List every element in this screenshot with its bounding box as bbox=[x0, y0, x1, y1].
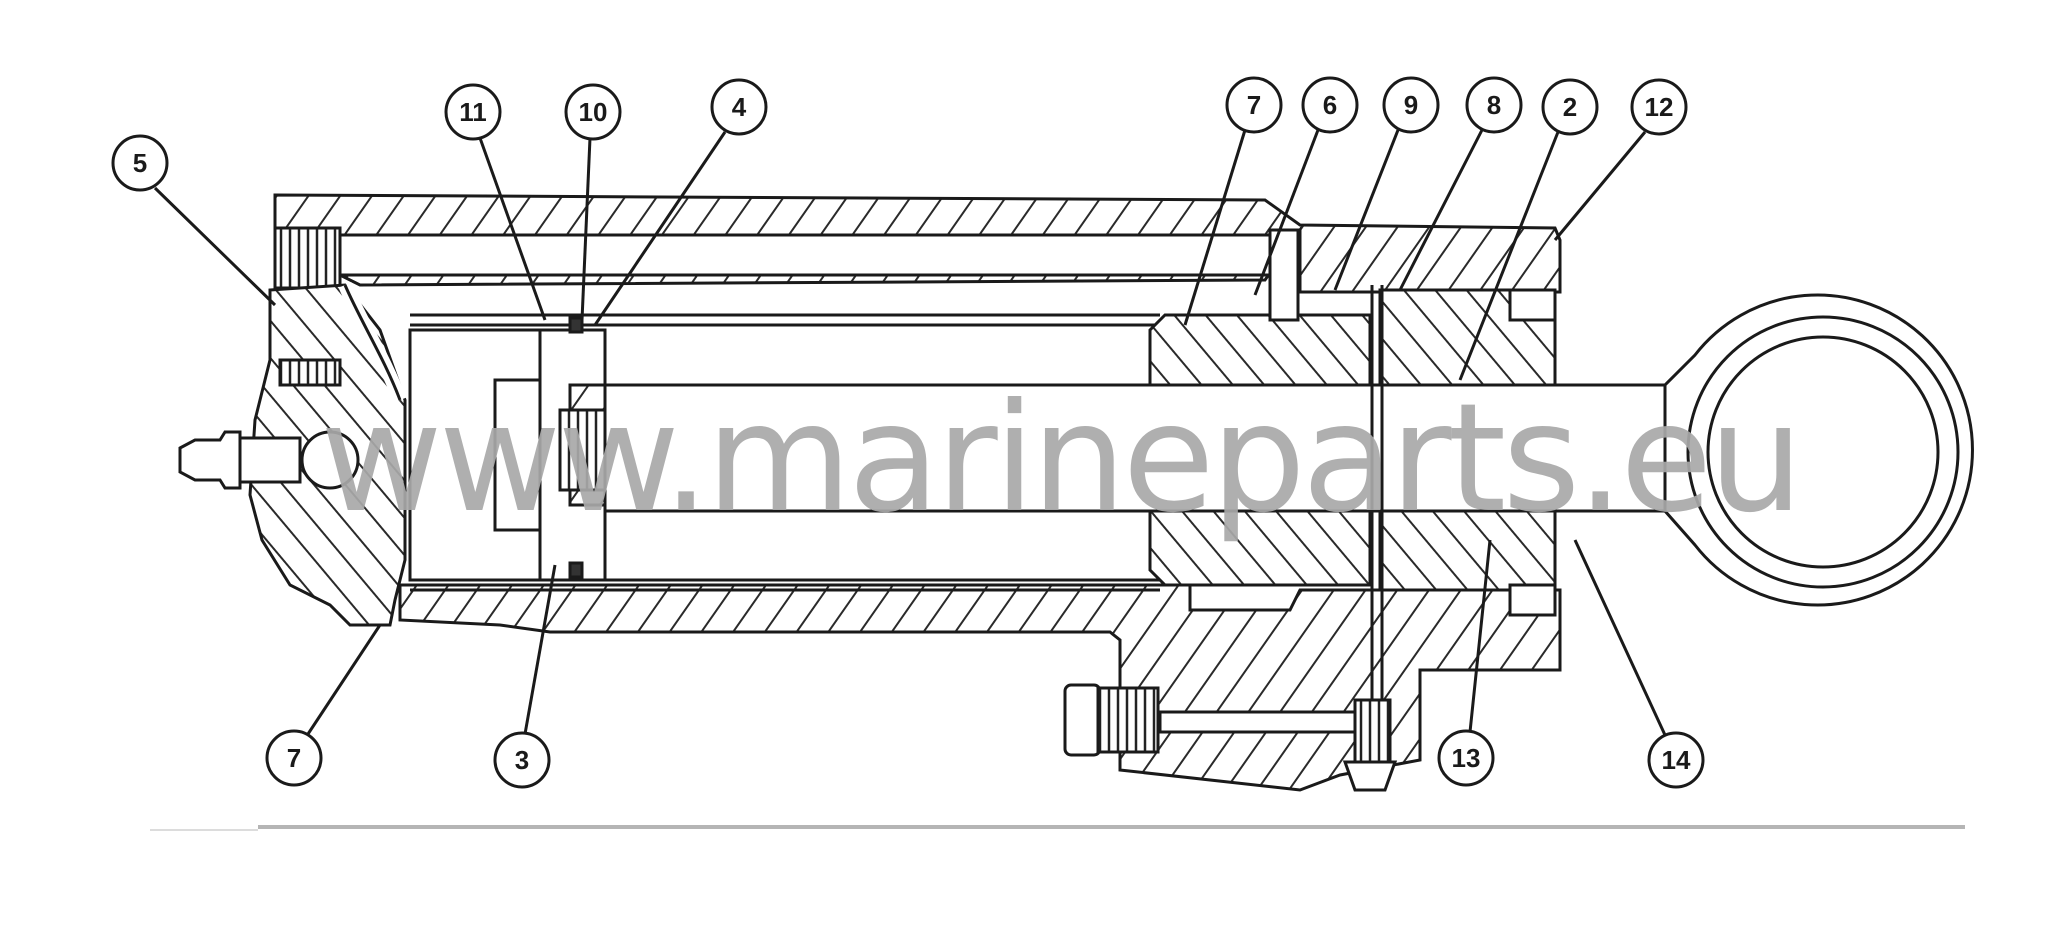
rod-eye bbox=[1663, 293, 1974, 607]
left-end-cap bbox=[178, 282, 407, 627]
piston-rod bbox=[603, 383, 1667, 513]
svg-text:10: 10 bbox=[579, 97, 608, 127]
svg-text:7: 7 bbox=[287, 743, 301, 773]
callout-13: 13 bbox=[1437, 729, 1495, 787]
svg-text:7: 7 bbox=[1247, 90, 1261, 120]
callout-10: 10 bbox=[564, 83, 622, 141]
svg-text:9: 9 bbox=[1404, 90, 1418, 120]
rod-gland bbox=[1148, 228, 1557, 760]
callout-3: 3 bbox=[493, 731, 551, 789]
callout-12: 12 bbox=[1630, 78, 1688, 136]
leader-lines bbox=[153, 129, 1667, 736]
callout-7-top: 7 bbox=[1225, 76, 1283, 134]
svg-text:13: 13 bbox=[1452, 743, 1481, 773]
callout-2: 2 bbox=[1541, 78, 1599, 136]
svg-text:2: 2 bbox=[1563, 92, 1577, 122]
callout-4: 4 bbox=[710, 78, 768, 136]
svg-text:5: 5 bbox=[133, 148, 147, 178]
callout-6: 6 bbox=[1301, 76, 1359, 134]
callout-11: 11 bbox=[444, 83, 502, 141]
svg-text:4: 4 bbox=[732, 92, 747, 122]
svg-text:12: 12 bbox=[1645, 92, 1674, 122]
svg-text:14: 14 bbox=[1662, 745, 1691, 775]
bottom-rule bbox=[150, 825, 1965, 831]
callout-14: 14 bbox=[1647, 731, 1705, 789]
port-fitting bbox=[1063, 683, 1398, 792]
svg-text:3: 3 bbox=[515, 745, 529, 775]
callouts: 5 11 10 4 7 6 9 8 2 12 7 3 13 14 bbox=[111, 76, 1705, 789]
callout-5: 5 bbox=[111, 134, 169, 192]
callout-7-bottom: 7 bbox=[265, 729, 323, 787]
svg-text:8: 8 bbox=[1487, 90, 1501, 120]
svg-text:11: 11 bbox=[459, 97, 487, 127]
callout-8: 8 bbox=[1465, 76, 1523, 134]
svg-text:6: 6 bbox=[1323, 90, 1337, 120]
callout-9: 9 bbox=[1382, 76, 1440, 134]
